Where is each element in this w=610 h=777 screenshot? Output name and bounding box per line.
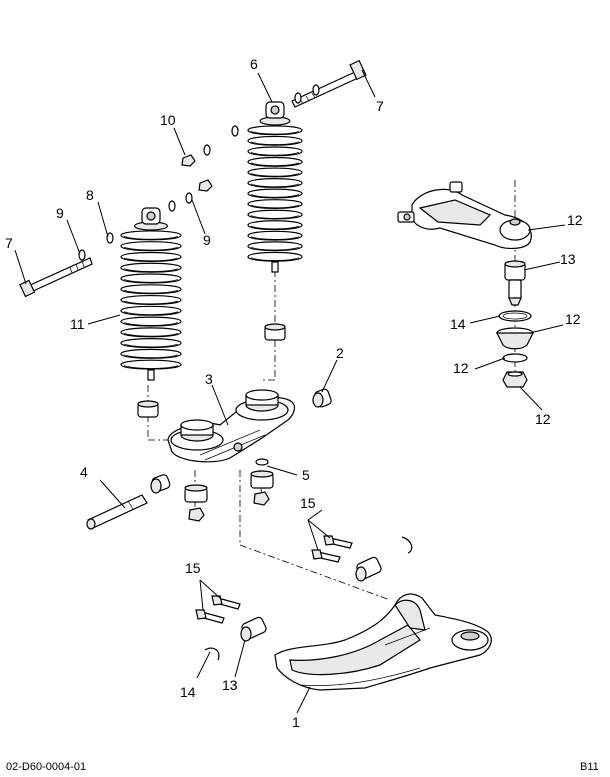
bolts-15-lower bbox=[195, 595, 241, 624]
callout-labels: 6 7 10 8 9 9 7 11 2 3 4 5 15 15 14 13 1 … bbox=[5, 56, 583, 730]
callout-14-oring: 14 bbox=[450, 316, 466, 332]
mount-left bbox=[184, 484, 208, 522]
callout-15-upper: 15 bbox=[300, 495, 316, 511]
bushing-13-lower bbox=[240, 616, 267, 642]
callout-13-bushing: 13 bbox=[222, 677, 238, 693]
bushing-under-right-spring bbox=[264, 323, 286, 341]
upper-control-arm bbox=[397, 181, 532, 249]
spring-left bbox=[120, 221, 182, 381]
washers-upper bbox=[181, 84, 320, 167]
castle-nut bbox=[502, 371, 528, 388]
callout-11: 11 bbox=[70, 316, 85, 332]
callout-8: 8 bbox=[86, 187, 94, 203]
spring-eye-left bbox=[141, 207, 161, 225]
callout-7-left: 7 bbox=[5, 235, 13, 251]
callout-9-right: 9 bbox=[203, 232, 211, 248]
bushing-pin bbox=[150, 474, 171, 494]
callout-12-nut: 12 bbox=[535, 411, 551, 427]
callout-13-joint: 13 bbox=[560, 251, 576, 267]
bushing-2 bbox=[312, 388, 332, 408]
callout-4: 4 bbox=[80, 464, 88, 480]
callout-5: 5 bbox=[302, 467, 310, 483]
snap-ring bbox=[502, 353, 528, 363]
callout-1: 1 bbox=[292, 714, 300, 730]
pivot-pin bbox=[86, 494, 148, 530]
clip-14-lower bbox=[204, 647, 220, 661]
bolt-top bbox=[291, 59, 367, 108]
callout-2: 2 bbox=[336, 345, 344, 361]
page-code: B11 bbox=[580, 761, 599, 773]
callout-3: 3 bbox=[205, 371, 213, 387]
bushing-under-left-spring bbox=[137, 400, 159, 418]
washers-lower bbox=[78, 179, 213, 261]
ball-joint bbox=[504, 260, 526, 306]
ball-joint-seat bbox=[496, 327, 534, 350]
spring-seat-bracket bbox=[167, 389, 296, 463]
callout-10: 10 bbox=[160, 112, 176, 128]
drawing-number: 02-D60-0004-01 bbox=[6, 761, 86, 773]
callout-12-ring: 12 bbox=[453, 360, 469, 376]
callout-7-top: 7 bbox=[376, 98, 384, 114]
callout-14-clip: 14 bbox=[180, 684, 196, 700]
bolts-15-upper bbox=[311, 535, 353, 563]
leader-lines bbox=[14, 69, 566, 714]
callout-6: 6 bbox=[250, 56, 258, 72]
spring-eye-right bbox=[265, 101, 285, 119]
callout-12-seat: 12 bbox=[565, 311, 581, 327]
callout-12-arm: 12 bbox=[567, 212, 583, 228]
mount-right-5 bbox=[250, 458, 274, 506]
callout-15-lower: 15 bbox=[185, 560, 201, 576]
lower-control-arm bbox=[274, 593, 492, 691]
callout-9-left: 9 bbox=[56, 205, 64, 221]
bushing-15-upper bbox=[355, 536, 413, 582]
o-ring-upper bbox=[498, 310, 532, 322]
spring-right bbox=[247, 116, 303, 273]
bolt-left bbox=[19, 257, 93, 298]
